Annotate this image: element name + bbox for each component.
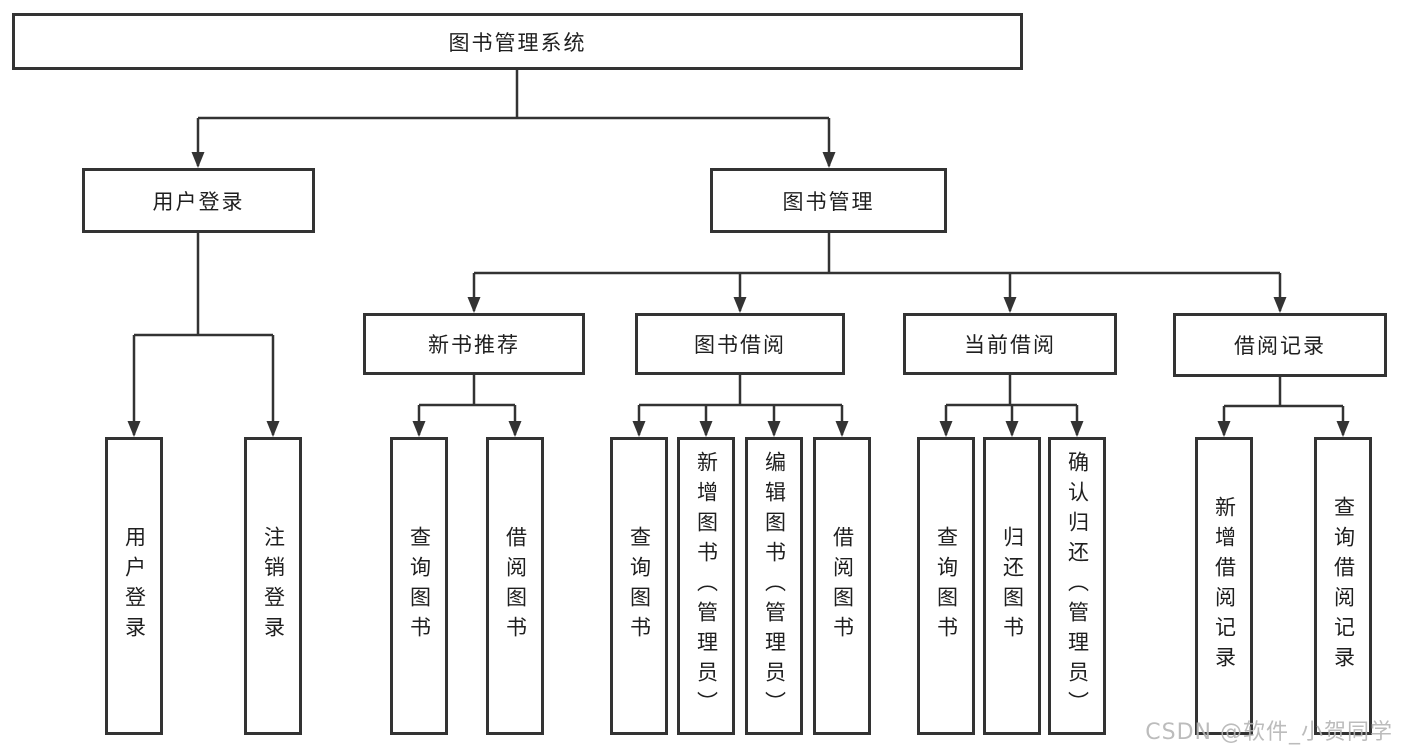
leaf-confirm-return-admin: 确认归还（管理员） [1048,437,1106,735]
leaf-query-borrow-record-label: 查询借阅记录 [1331,496,1356,676]
leaf-return-books: 归还图书 [983,437,1041,735]
node-user-login: 用户登录 [82,168,315,233]
leaf-query-books-current-label: 查询图书 [934,526,959,646]
node-new-book-recommend: 新书推荐 [363,313,585,375]
node-borrow-records: 借阅记录 [1173,313,1387,377]
leaf-confirm-return-admin-label: 确认归还（管理员） [1065,451,1090,721]
leaf-borrow-books-recommend: 借阅图书 [486,437,544,735]
leaf-logout-label: 注销登录 [261,526,286,646]
leaf-add-books-admin-label: 新增图书（管理员） [694,451,719,721]
leaf-user-login-label: 用户登录 [122,526,147,646]
leaf-logout: 注销登录 [244,437,302,735]
csdn-watermark: CSDN @软件_小贺同学 [1145,720,1393,745]
leaf-add-borrow-record-label: 新增借阅记录 [1212,496,1237,676]
node-book-borrow: 图书借阅 [635,313,845,375]
leaf-query-books-recommend: 查询图书 [390,437,448,735]
leaf-user-login: 用户登录 [105,437,163,735]
leaf-query-books-recommend-label: 查询图书 [407,526,432,646]
leaf-query-books-borrow: 查询图书 [610,437,668,735]
leaf-return-books-label: 归还图书 [1000,526,1025,646]
leaf-edit-books-admin: 编辑图书（管理员） [745,437,803,735]
leaf-add-borrow-record: 新增借阅记录 [1195,437,1253,735]
leaf-add-books-admin: 新增图书（管理员） [677,437,735,735]
leaf-borrow-books-recommend-label: 借阅图书 [503,526,528,646]
leaf-query-books-current: 查询图书 [917,437,975,735]
node-root-library-system: 图书管理系统 [12,13,1023,70]
node-book-management: 图书管理 [710,168,947,233]
node-current-borrow: 当前借阅 [903,313,1117,375]
leaf-borrow-books-label: 借阅图书 [830,526,855,646]
leaf-query-books-borrow-label: 查询图书 [627,526,652,646]
leaf-borrow-books: 借阅图书 [813,437,871,735]
leaf-query-borrow-record: 查询借阅记录 [1314,437,1372,735]
leaf-edit-books-admin-label: 编辑图书（管理员） [762,451,787,721]
tree-edges [132,69,1345,435]
